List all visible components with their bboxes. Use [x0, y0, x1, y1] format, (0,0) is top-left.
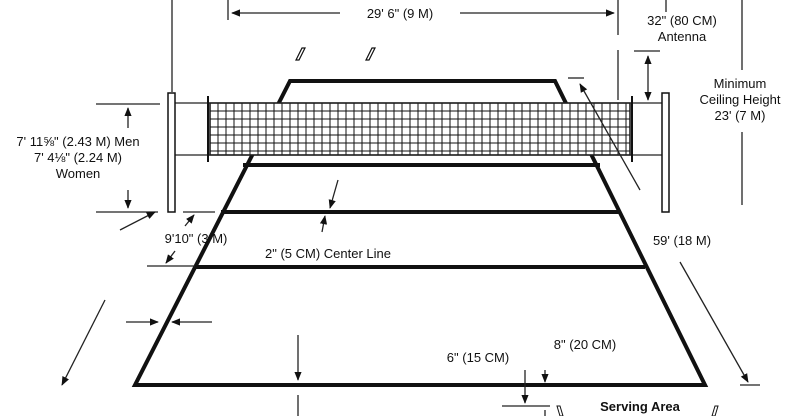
ceiling-label-1: Minimum [714, 76, 767, 91]
post-left [167, 92, 176, 213]
women-label: Women [56, 166, 101, 181]
net-width-dimension: 29' 6" (9 M) [171, 0, 619, 100]
post-right [661, 92, 670, 213]
net-height-dimension: 7' 11⅝" (2.43 M) Men 7' 4⅛" (2.24 M) Wom… [16, 103, 160, 213]
net-height-women-label: 7' 4⅛" (2.24 M) [34, 150, 122, 165]
court-outline [131, 79, 709, 387]
antenna-size-label: 32" (80 CM) [647, 13, 717, 28]
ceiling-label-3: 23' (7 M) [715, 108, 766, 123]
attack-line-dimension: 9'10" (3 M) [147, 211, 228, 267]
ceiling-height-dimension: Minimum Ceiling Height 23' (7 M) [700, 0, 781, 205]
ceiling-label-2: Ceiling Height [700, 92, 781, 107]
antenna-dimension: 32" (80 CM) Antenna [634, 0, 717, 101]
court-length-dimension: 59' (18 M) [61, 77, 760, 386]
net-width-label: 29' 6" (9 M) [367, 6, 433, 21]
serve-line-label: 8" (20 CM) [554, 337, 616, 352]
antenna-label: Antenna [658, 29, 707, 44]
center-line-label: 2" (5 CM) Center Line [265, 246, 391, 261]
net-height-men-label: 7' 11⅝" (2.43 M) Men [16, 134, 139, 149]
end-line-dimensions: 6" (15 CM) 8" (20 CM) Serving Area [447, 337, 719, 416]
serving-area-label: Serving Area [600, 399, 680, 414]
break-marks [295, 47, 376, 61]
side-line-dimension [126, 318, 302, 416]
attack-line-label: 9'10" (3 M) [165, 231, 228, 246]
net [167, 92, 670, 213]
line-width-label: 6" (15 CM) [447, 350, 509, 365]
court-length-label: 59' (18 M) [653, 233, 711, 248]
center-line-dimension: 2" (5 CM) Center Line [265, 179, 391, 261]
